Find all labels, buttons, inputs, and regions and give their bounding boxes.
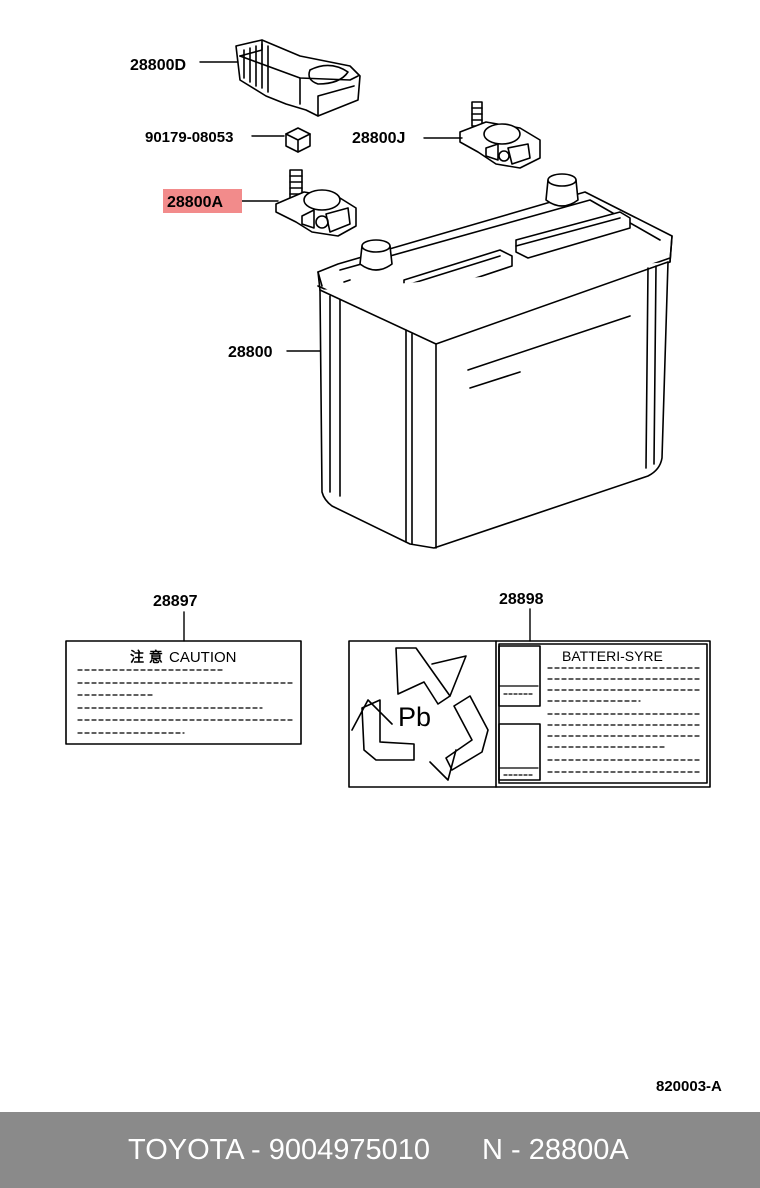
callout-terminal-a[interactable]: 28800A xyxy=(167,194,223,211)
footer-brand-part-number: TOYOTA - 9004975010 xyxy=(128,1134,431,1166)
recycle-symbol: Pb xyxy=(398,702,431,732)
callout-battery[interactable]: 28800 xyxy=(228,344,273,361)
callout-caution-label[interactable]: 28897 xyxy=(153,593,198,610)
caution-title: CAUTION xyxy=(169,649,237,666)
recycle-label-drawing xyxy=(348,640,711,788)
selected-part-highlight xyxy=(163,189,242,213)
callout-recycle-label[interactable]: 28898 xyxy=(499,591,544,608)
terminal-cover-drawing xyxy=(235,39,361,117)
callout-cover[interactable]: 28800D xyxy=(130,57,186,74)
terminal-a-drawing xyxy=(275,169,357,237)
footer-reference: N - 28800A xyxy=(482,1134,629,1166)
caution-kanji: 注 意 xyxy=(130,649,163,666)
nut-drawing xyxy=(285,127,311,153)
terminal-j-drawing xyxy=(459,101,541,169)
leader-lines xyxy=(183,61,531,642)
recycle-label-title: BATTERI-SYRE xyxy=(562,648,663,664)
parts-diagram: 28800D 90179-08053 28800J 28800A 28800 2… xyxy=(65,39,722,1095)
footer-bar: TOYOTA - 9004975010 N - 28800A xyxy=(0,1112,760,1188)
drawing-number: 820003-A xyxy=(656,1078,722,1095)
callout-terminal-j[interactable]: 28800J xyxy=(352,130,405,147)
battery-drawing xyxy=(317,173,673,549)
callout-nut[interactable]: 90179-08053 xyxy=(145,129,233,146)
